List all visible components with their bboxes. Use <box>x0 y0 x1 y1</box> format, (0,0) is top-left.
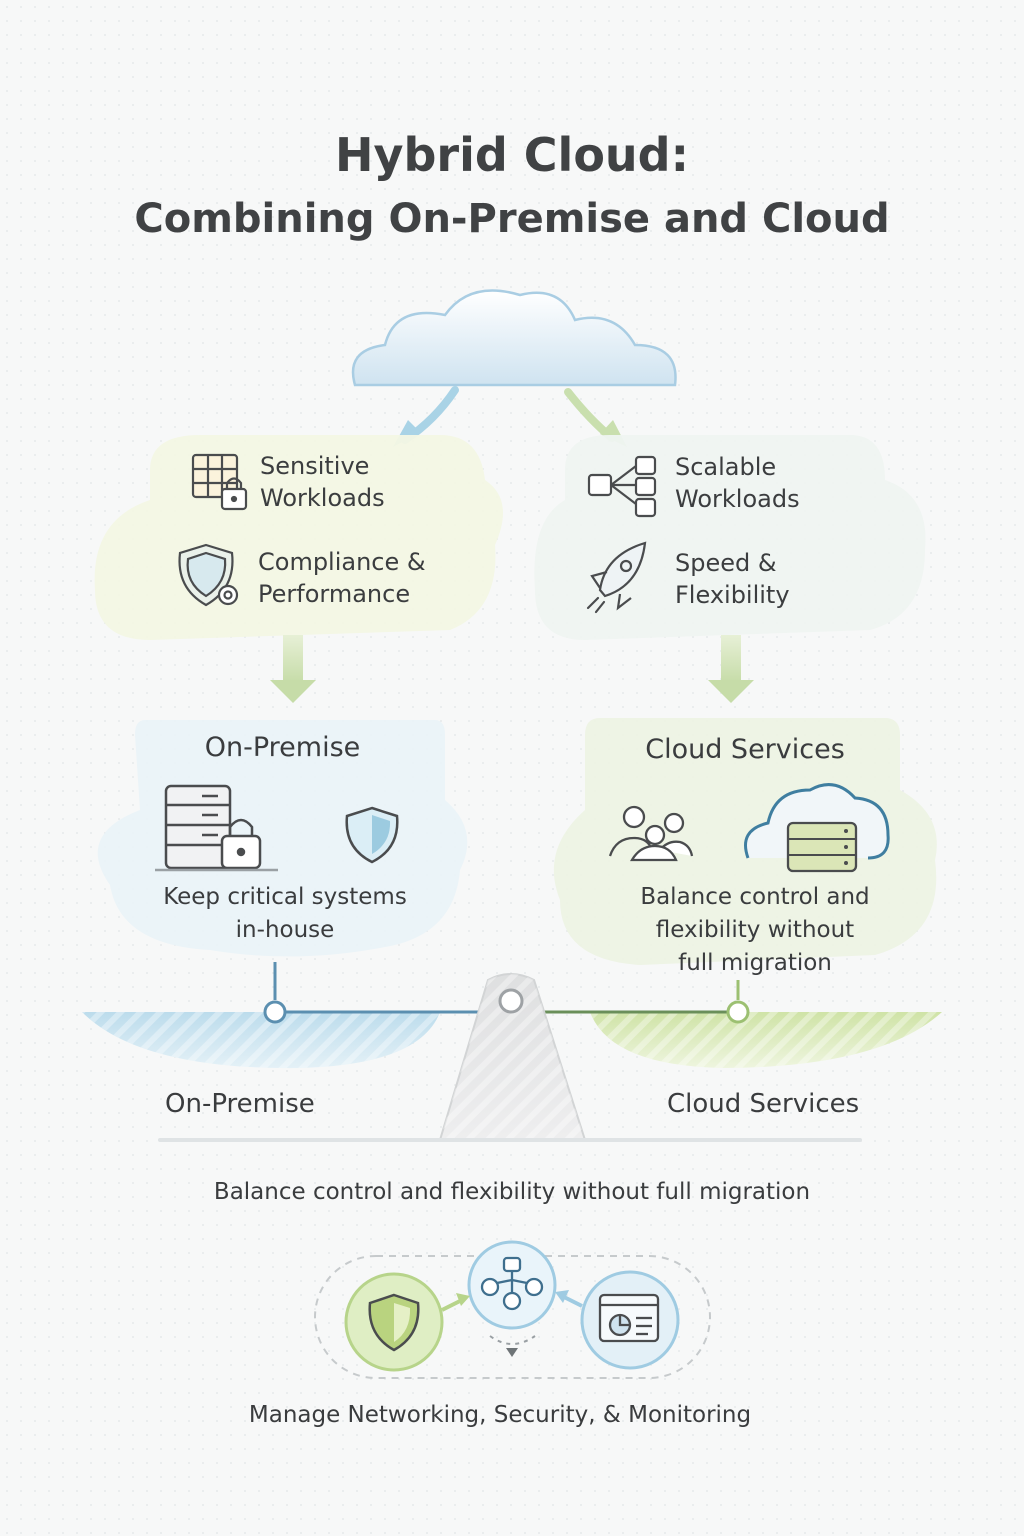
scale-left-label: On-Premise <box>165 1089 315 1119</box>
top-cloud-icon <box>351 289 677 387</box>
down-arrow-right-icon <box>708 635 754 703</box>
cloud-services-heading: Cloud Services <box>645 734 845 765</box>
management-caption: Manage Networking, Security, & Monitorin… <box>248 1402 752 1428</box>
rocket-icon <box>586 541 647 614</box>
cloud-server-icon <box>744 783 890 873</box>
balance-tagline: Balance control and flexibility without … <box>213 1179 811 1205</box>
cloud-services-caption: Balance control and flexibility without … <box>640 884 870 976</box>
shield-gear-icon <box>178 543 239 607</box>
network-hub-icon <box>467 1240 557 1330</box>
page-title: Hybrid Cloud: <box>334 128 689 182</box>
table-lock-icon <box>191 453 248 511</box>
users-icon <box>608 805 694 862</box>
loop-arrows-icon <box>441 1290 583 1357</box>
speed-flexibility-label: Speed & Flexibility <box>675 549 790 609</box>
right-bubble <box>534 435 926 640</box>
dashboard-icon <box>580 1270 680 1370</box>
security-shield-icon <box>344 1272 444 1372</box>
shield-icon <box>345 806 399 864</box>
network-nodes-icon <box>587 455 657 518</box>
on-premise-panel <box>97 720 468 957</box>
scale-right-label: Cloud Services <box>667 1089 860 1119</box>
page-subtitle: Combining On-Premise and Cloud <box>134 196 890 242</box>
on-premise-heading: On-Premise <box>204 732 361 763</box>
balance-scale <box>82 962 942 1142</box>
compliance-performance-label: Compliance & Performance <box>258 548 426 608</box>
down-arrow-left-icon <box>270 635 316 703</box>
scalable-workloads-label: Scalable Workloads <box>675 453 800 513</box>
server-lock-icon <box>155 784 278 872</box>
sensitive-workloads-label: Sensitive Workloads <box>260 452 385 512</box>
on-premise-caption: Keep critical systems in-house <box>163 884 407 943</box>
